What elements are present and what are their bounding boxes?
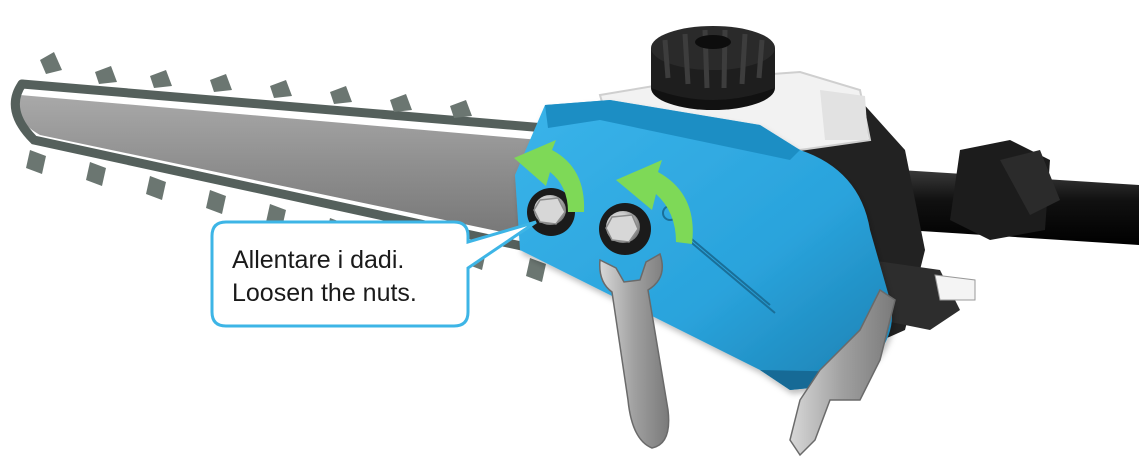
- callout-text: Allentare i dadi. Loosen the nuts.: [232, 244, 468, 310]
- pole-shaft: [900, 140, 1139, 245]
- nut-right: [599, 203, 651, 255]
- callout-line-italian: Allentare i dadi.: [232, 244, 468, 277]
- tank-cap: [651, 26, 775, 110]
- callout-line-english: Loosen the nuts.: [232, 277, 468, 310]
